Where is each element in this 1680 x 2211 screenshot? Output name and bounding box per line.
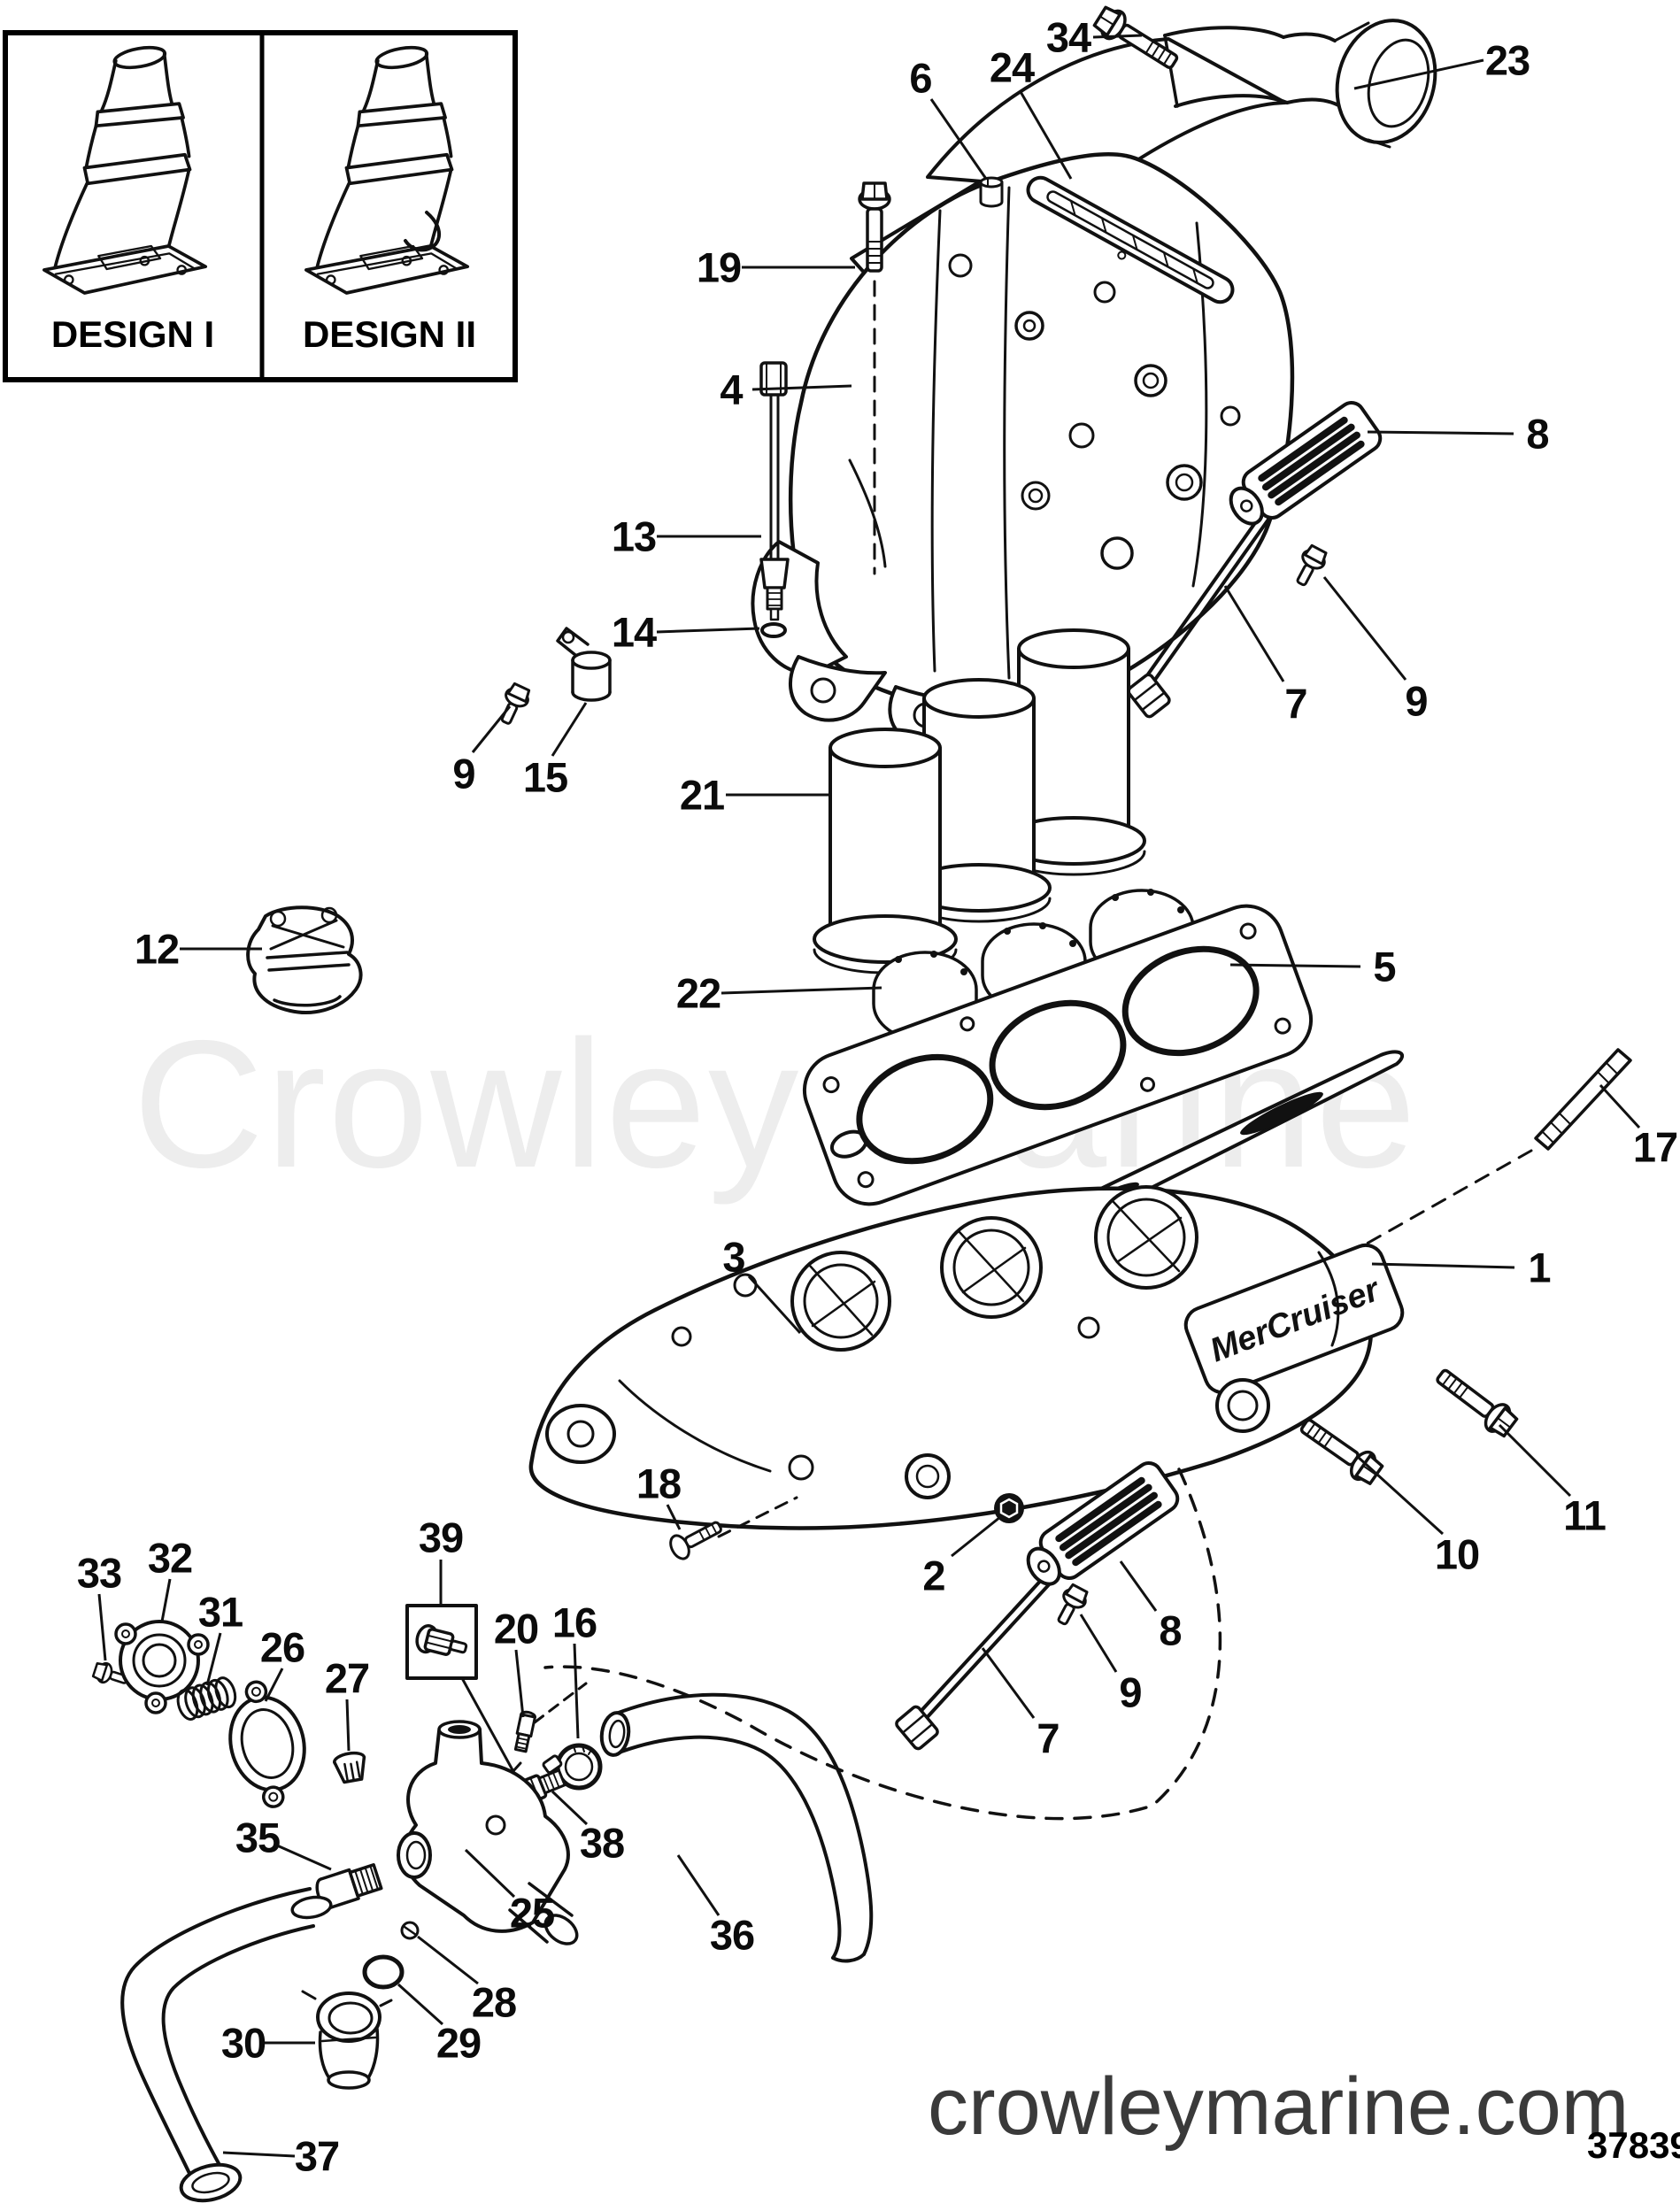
part-callout-21: 21	[679, 771, 725, 819]
drain-plug-2-drawing	[994, 1493, 1024, 1523]
part-callout-7: 7	[1037, 1714, 1060, 1762]
part-callout-7: 7	[1284, 680, 1307, 728]
screw-28-drawing	[400, 1921, 420, 1940]
hose-clamp-16-drawing	[542, 1743, 603, 1791]
part-callout-27: 27	[324, 1654, 370, 1702]
part-callout-30: 30	[220, 2019, 266, 2067]
design2-label: DESIGN II	[303, 313, 476, 355]
part-callout-33: 33	[76, 1549, 122, 1597]
anode-kit-lower-drawing	[895, 1459, 1183, 1751]
part-callout-19: 19	[696, 243, 742, 291]
part-callout-2: 2	[922, 1552, 945, 1599]
part-callout-23: 23	[1484, 36, 1530, 84]
exhaust-tube-cylinders-drawing	[813, 628, 1146, 975]
flapper-valve-drawing	[246, 905, 363, 1014]
site-watermark-url: crowleymarine.com	[928, 2061, 1630, 2152]
part-callout-12: 12	[134, 925, 180, 973]
part-callout-8: 8	[1159, 1606, 1182, 1654]
gasket-26-drawing	[228, 1680, 306, 1808]
part-callout-4: 4	[720, 366, 743, 413]
hose-36-drawing	[599, 1692, 874, 1963]
part-callout-8: 8	[1526, 410, 1549, 458]
part-callout-35: 35	[235, 1814, 281, 1861]
part-callout-39: 39	[418, 1514, 464, 1561]
part-callout-29: 29	[435, 2019, 482, 2067]
anode-kit-upper-drawing	[1127, 398, 1385, 719]
outlet-elbow-30-drawing	[301, 1990, 393, 2090]
part-callout-3: 3	[722, 1233, 745, 1281]
part-callout-10: 10	[1434, 1530, 1480, 1578]
part-callout-1: 1	[1528, 1244, 1551, 1291]
part-callout-26: 26	[259, 1623, 305, 1671]
design1-label: DESIGN I	[51, 313, 214, 355]
part-callout-20: 20	[493, 1605, 539, 1652]
thermostat-housing-25-drawing	[397, 1720, 579, 1945]
screw-18-drawing	[669, 1496, 798, 1560]
part-callout-14: 14	[611, 608, 657, 656]
part-callout-25: 25	[509, 1889, 555, 1937]
design-comparison-box: DESIGN I DESIGN II	[3, 30, 518, 382]
plug-27-drawing	[333, 1751, 366, 1784]
part-callout-6: 6	[909, 54, 932, 102]
part-callout-9: 9	[1405, 677, 1428, 725]
part-callout-9: 9	[452, 750, 475, 797]
part-callout-31: 31	[197, 1588, 243, 1636]
thermostat-39-drawing	[405, 1604, 522, 1786]
part-callout-13: 13	[611, 512, 657, 560]
part-callout-38: 38	[579, 1819, 625, 1867]
part-callout-16: 16	[551, 1599, 597, 1646]
plug-6-drawing	[979, 176, 1004, 208]
callout-leader-lines	[97, 34, 1641, 2158]
routing-dashed-loop	[543, 1468, 1222, 1821]
part-callout-36: 36	[709, 1911, 755, 1959]
temperature-sensor-drawing	[759, 361, 790, 621]
design2-side-outlet	[404, 211, 442, 252]
part-callout-17: 17	[1632, 1123, 1678, 1171]
oring-29-drawing	[362, 1954, 405, 1990]
part-callout-9: 9	[1119, 1668, 1142, 1716]
part-callout-28: 28	[471, 1978, 517, 2026]
part-callout-37: 37	[294, 2132, 340, 2180]
part-callout-11: 11	[1563, 1491, 1607, 1539]
part-callout-15: 15	[522, 753, 568, 801]
part-callout-32: 32	[147, 1534, 193, 1582]
part-callout-18: 18	[636, 1460, 682, 1507]
diagram-number: 37839	[1587, 2124, 1680, 2166]
part-callout-34: 34	[1045, 13, 1091, 61]
spring-31-drawing	[176, 1676, 237, 1721]
elbow-gasket-24-drawing	[1026, 175, 1235, 304]
fitting-20-drawing	[513, 1710, 536, 1753]
sensor-oring-drawing	[760, 622, 787, 638]
clamp-15-drawing	[556, 627, 612, 702]
manifold-gasket-5-drawing	[802, 904, 1314, 1206]
part-callout-24: 24	[989, 43, 1035, 91]
hose-37-drawing	[120, 1887, 333, 2203]
pump-cover-32-drawing	[114, 1620, 210, 1714]
bolt-19-drawing	[858, 181, 891, 575]
exhaust-manifold-drawing: MerCruiser	[528, 1185, 1405, 1530]
part-callout-22: 22	[675, 969, 721, 1017]
part-callout-5: 5	[1373, 943, 1396, 990]
